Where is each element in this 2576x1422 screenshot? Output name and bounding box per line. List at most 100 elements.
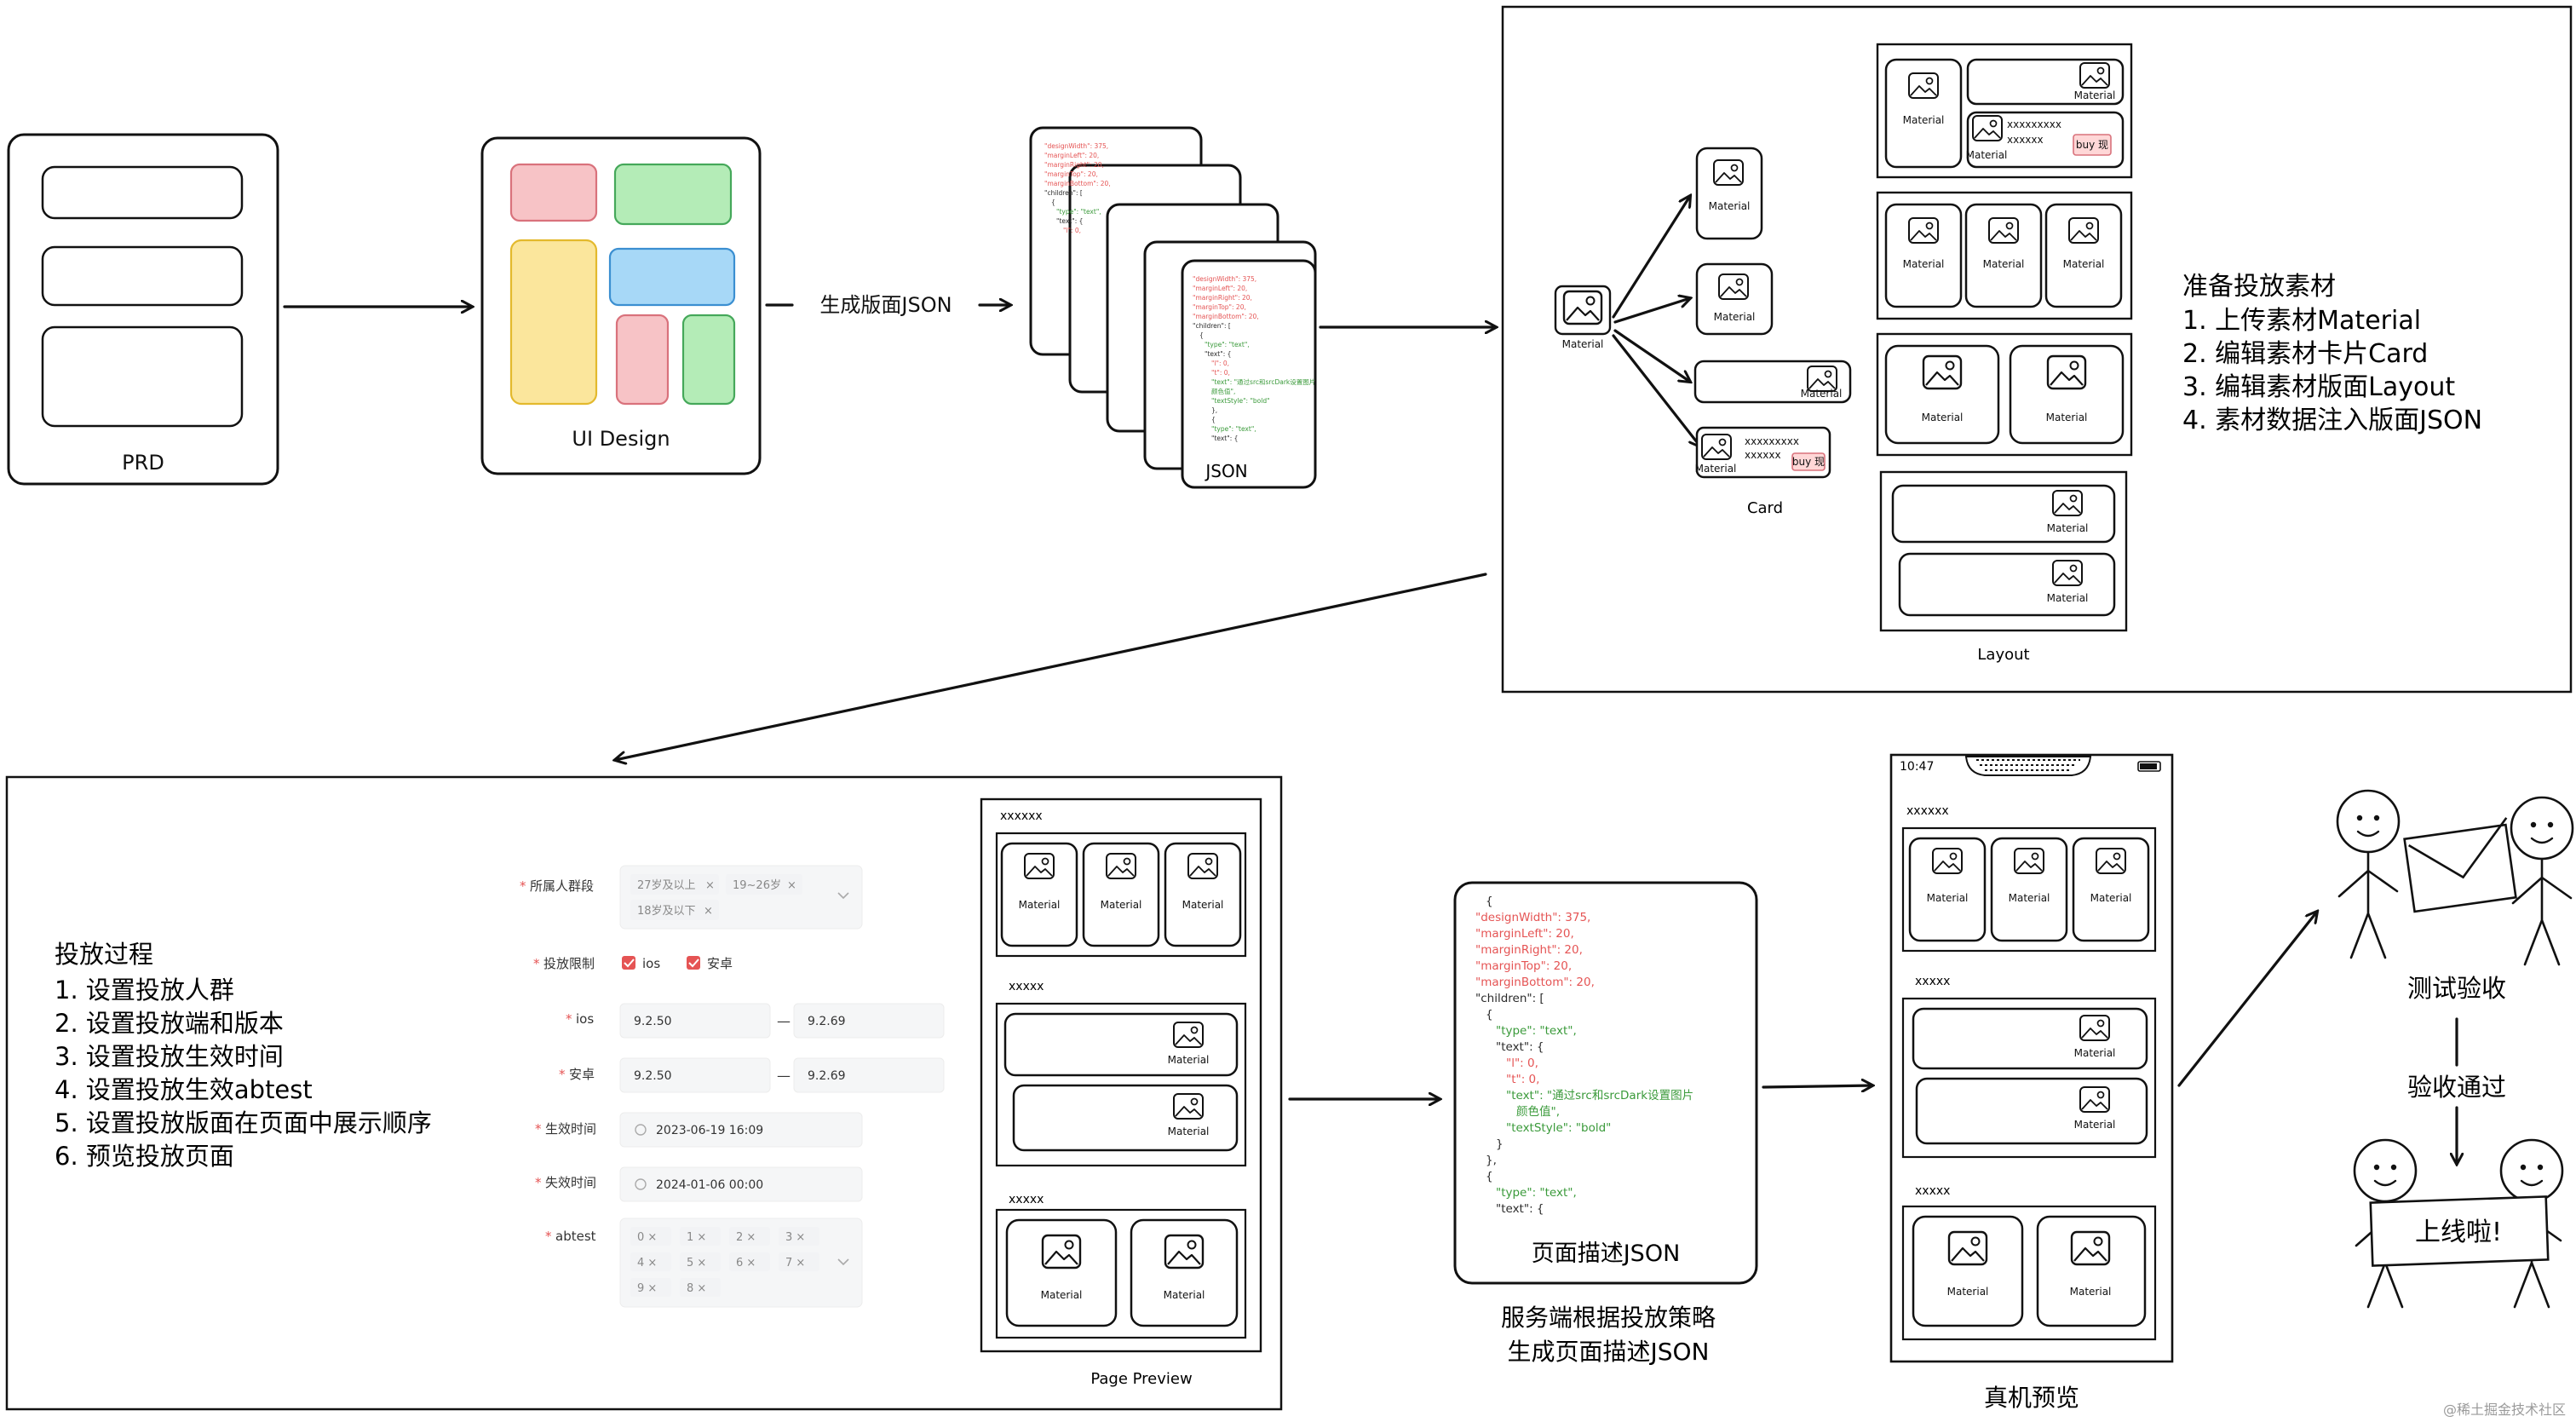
svg-text:xxxxxxxxx: xxxxxxxxx [2007,118,2061,130]
code-line: "marginBottom": 20, [1044,180,1111,187]
code-line: "text": { [1211,435,1238,442]
prepare-title: 准备投放素材 [2182,272,2336,302]
abtest-select[interactable]: 0 ×1 ×2 ×3 ×4 ×5 ×6 ×7 ×9 ×8 × [619,1218,863,1308]
svg-text:Material: Material [1709,200,1751,212]
svg-text:xxxxxxxxx: xxxxxxxxx [1745,435,1799,447]
abtest-tag[interactable] [729,1227,770,1246]
json-mini-code-front: "designWidth": 375,"marginLeft": 20,"mar… [1193,275,1315,442]
svg-text:Material: Material [2063,258,2105,270]
launch-sign: 上线啦! [2369,1195,2550,1267]
code-line: { [1486,1170,1493,1183]
svg-text:Material: Material [1947,1286,1989,1298]
abtest-tag[interactable] [779,1227,819,1246]
abtest-tag-label: 3 × [785,1231,805,1244]
process-step-5: 5. 设置投放版面在页面中展示顺序 [55,1108,432,1137]
abtest-tag[interactable] [630,1278,671,1297]
code-line: }, [1211,406,1217,414]
svg-text:Material: Material [1182,899,1224,911]
card-label: Card [1747,499,1783,517]
svg-text:xxxxx: xxxxx [1009,1193,1044,1206]
ios-label: ios [576,1011,594,1027]
process-steps: 投放过程 1. 设置投放人群 2. 设置投放端和版本 3. 设置投放生效时间 4… [55,940,432,1171]
code-line: "type": "text", [1211,425,1256,433]
process-step-4: 4. 设置投放生效abtest [55,1075,313,1104]
page-json-label: 页面描述JSON [1532,1241,1681,1267]
code-line: { [1199,331,1204,339]
svg-text:Material: Material [1966,149,2008,161]
crowd-tag-2: 19~26岁 [733,879,781,892]
json-stack-label: JSON [1204,461,1247,481]
crowd-select[interactable]: 27岁及以上 × 19~26岁 × 18岁及以下 × [619,865,863,930]
code-line: { [1486,895,1493,908]
svg-text:*: * [533,956,540,971]
svg-text:Material: Material [2070,1286,2112,1298]
svg-text:xxxxx: xxxxx [1915,1184,1950,1198]
ios-max-value: 9.2.69 [808,1015,846,1028]
svg-text:Material: Material [2047,522,2089,534]
svg-text:*: * [566,1011,572,1027]
svg-text:Material: Material [1164,1289,1205,1301]
abtest-tag[interactable] [630,1227,671,1246]
phone-preview: 10:47 xxxxxx Material Material Material … [1889,753,2174,1363]
code-line: "marginRight": 20, [1475,943,1583,957]
arrow-material-3 [1613,329,1690,382]
svg-text:xxxxxx: xxxxxx [1000,809,1043,823]
abtest-tag[interactable] [729,1252,770,1271]
svg-text:Material: Material [1168,1126,1210,1137]
android-min-input[interactable] [619,1057,771,1093]
svg-text:xxxxxx: xxxxxx [2007,134,2044,146]
abtest-tag-label: 1 × [687,1231,706,1244]
arrow-material-1 [1612,196,1690,319]
ios-min-input[interactable] [619,1003,771,1039]
svg-text:Material: Material [2074,1119,2116,1131]
ios-max-input[interactable] [793,1003,945,1039]
abtest-tag-label: 5 × [687,1257,706,1269]
process-panel: 投放过程 1. 设置投放人群 2. 设置投放端和版本 3. 设置投放生效时间 4… [5,775,1283,1411]
phone-preview-label: 真机预览 [1984,1384,2079,1412]
ios-min-value: 9.2.50 [634,1015,672,1028]
pass-label: 验收通过 [2407,1073,2506,1102]
svg-text:Material: Material [2009,892,2050,904]
abtest-tag-label: 6 × [736,1257,756,1269]
abtest-tag[interactable] [680,1227,721,1246]
code-line: "marginBottom": 20, [1193,313,1259,320]
code-line: } [1496,1137,1504,1151]
code-line: "text": { [1205,350,1231,358]
code-line: { [1051,199,1055,206]
svg-text:ios: ios [642,956,660,971]
svg-text:×: × [705,879,715,892]
layout-2: Material Material Material [1876,191,2133,320]
code-line: { [1211,416,1216,423]
chevron-down-icon [837,892,849,900]
ui-design-box: UI Design [480,136,762,475]
svg-text:×: × [704,905,713,918]
abtest-tag[interactable] [630,1252,671,1271]
abtest-tag[interactable] [779,1252,819,1271]
abtest-tag[interactable] [680,1252,721,1271]
code-line: "marginTop": 20, [1044,170,1098,178]
svg-text:Material: Material [2074,1047,2116,1059]
testing-illustration: 测试验收 验收通过 上线啦! [2336,789,2574,1309]
checkbox-android[interactable]: 安卓 [687,956,733,971]
clock-icon [635,1178,647,1190]
card-variant-product: Material xxxxxxxxx xxxxxx buy 现 [1695,426,1831,479]
launch-sign-text: 上线啦! [2415,1218,2502,1247]
start-time-input[interactable] [619,1112,863,1148]
abtest-tag-label: 9 × [637,1282,657,1295]
arrow-material-4 [1612,334,1700,446]
svg-text:Material: Material [2046,412,2088,423]
server-caption-2: 生成页面描述JSON [1507,1338,1709,1366]
checkbox-ios[interactable]: ios [622,956,660,971]
svg-text:*: * [545,1229,552,1244]
svg-text:*: * [535,1175,542,1190]
code-line: 颜色值", [1211,387,1235,395]
svg-text:Material: Material [1983,258,2025,270]
end-time-input[interactable] [619,1166,863,1202]
abtest-tag[interactable] [680,1278,721,1297]
svg-text:Material: Material [1903,258,1945,270]
svg-text:安卓: 安卓 [707,956,733,971]
code-line: "designWidth": 375, [1044,142,1108,150]
svg-text:Material: Material [2074,89,2116,101]
svg-text:×: × [787,879,796,892]
android-max-input[interactable] [793,1057,945,1093]
